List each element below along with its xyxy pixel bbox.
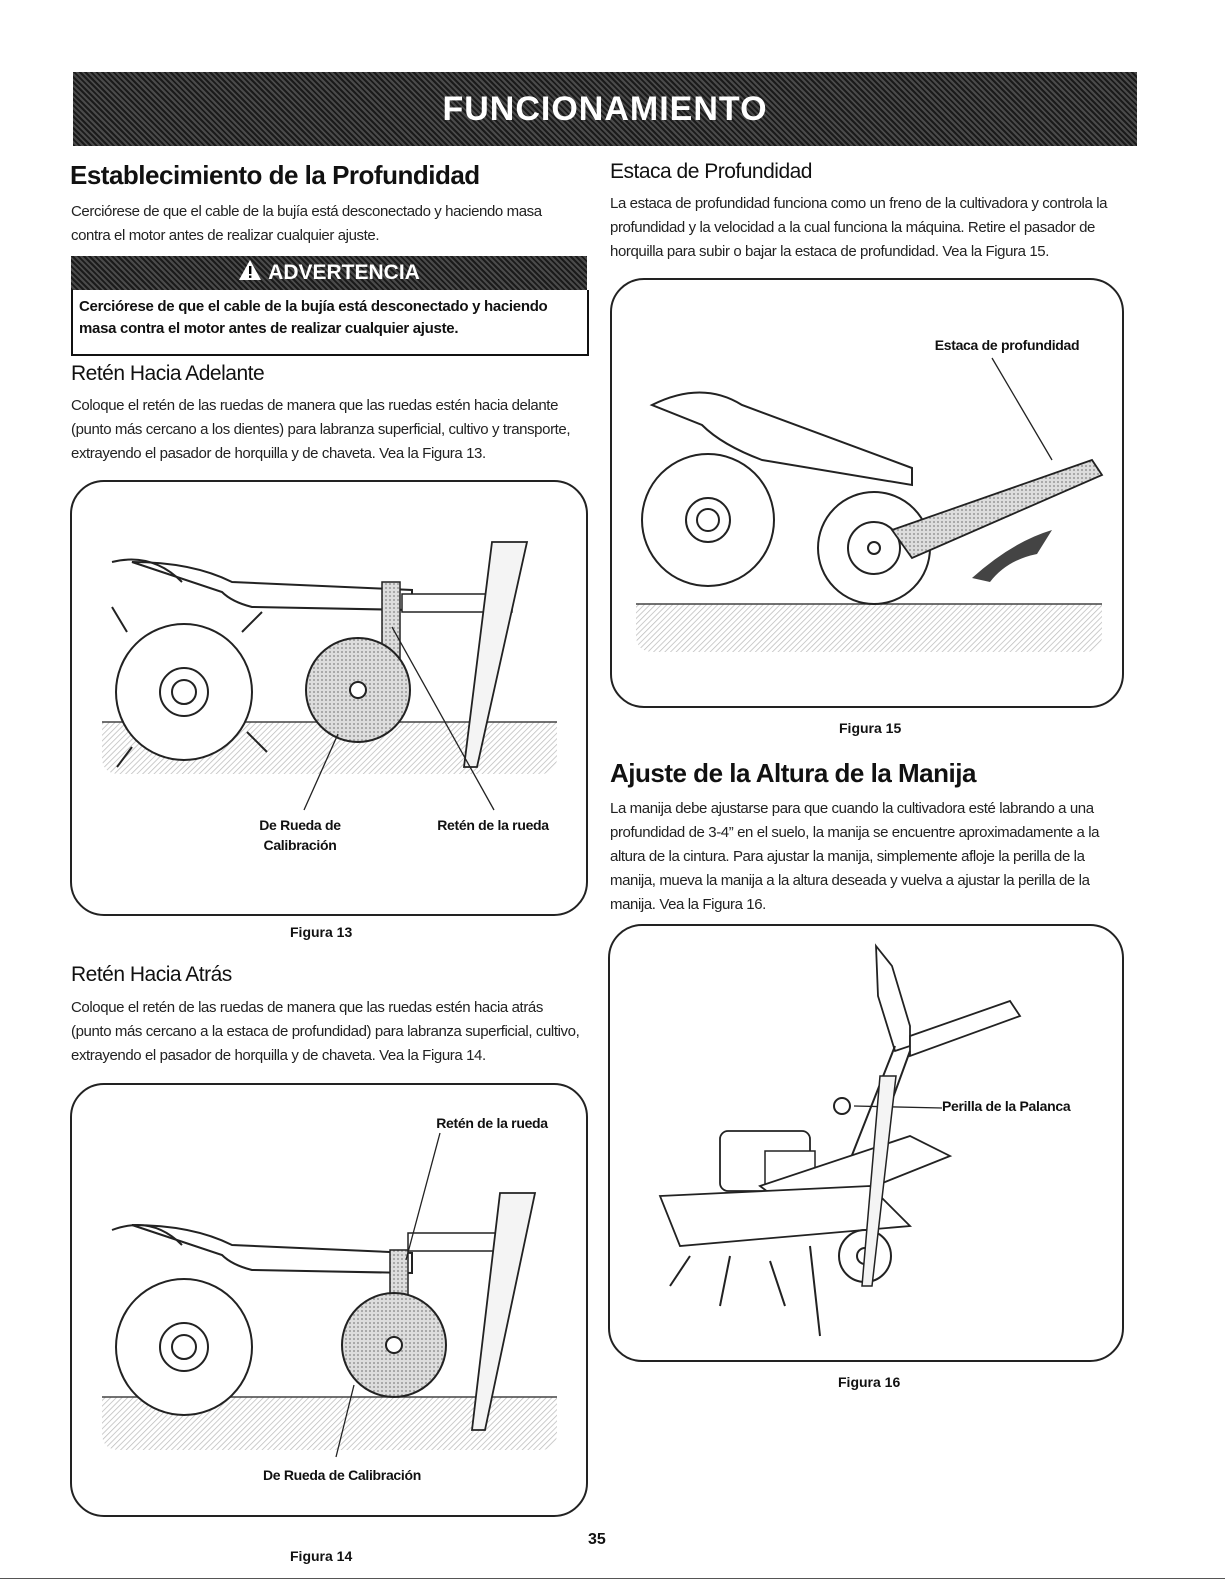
handle-paragraph: La manija debe ajustarse para que cuando… <box>610 800 1100 913</box>
figure-14-caption: Figura 14 <box>290 1548 353 1564</box>
label-lever-knob: Perilla de la Palanca <box>942 1098 1071 1114</box>
figure-16-illustration <box>658 943 1022 1337</box>
banner-title: FUNCIONAMIENTO <box>442 89 768 128</box>
section-banner: FUNCIONAMIENTO <box>73 72 1137 146</box>
stake-paragraph: La estaca de profundidad funciona como u… <box>610 195 1108 260</box>
forward-title: Retén Hacia Adelante <box>71 362 265 385</box>
warning-title: ADVERTENCIA <box>268 261 420 284</box>
forward-paragraph: Coloque el retén de las ruedas de manera… <box>71 397 571 462</box>
figure-15-illustration <box>636 357 1104 652</box>
stake-title: Estaca de Profundidad <box>610 160 812 183</box>
bottom-rule <box>0 1578 1225 1579</box>
warning-icon <box>238 259 262 287</box>
intro-paragraph: Cerciórese de que el cable de la bujía e… <box>71 203 542 244</box>
warning-text: Cerciórese de que el cable de la bujía e… <box>71 290 589 356</box>
label-depth-stake: Estaca de profundidad <box>934 337 1080 353</box>
page-number: 35 <box>588 1531 606 1548</box>
figure-13: De Rueda de Calibración Retén de la rued… <box>70 480 588 916</box>
label-wheel-retainer-14: Retén de la rueda <box>436 1115 548 1131</box>
label-gauge-wheel: De Rueda de Calibración <box>259 817 341 853</box>
figure-14-illustration <box>102 1132 557 1458</box>
figure-16: Perilla de la Palanca <box>608 924 1124 1362</box>
figure-15: Estaca de profundidad <box>610 278 1124 708</box>
label-wheel-retainer: Retén de la rueda <box>437 817 549 833</box>
handle-title: Ajuste de la Altura de la Manija <box>610 758 976 788</box>
figure-16-caption: Figura 16 <box>838 1374 901 1390</box>
figure-13-caption: Figura 13 <box>290 924 353 940</box>
back-title: Retén Hacia Atrás <box>71 963 232 986</box>
warning-header: ADVERTENCIA <box>71 256 587 290</box>
figure-13-illustration <box>102 541 557 811</box>
figure-14: Retén de la rueda De Rueda de Calibració… <box>70 1083 588 1517</box>
section-title-depth: Establecimiento de la Profundidad <box>70 160 480 190</box>
label-gauge-wheel-14: De Rueda de Calibración <box>262 1467 422 1483</box>
back-paragraph: Coloque el retén de las ruedas de manera… <box>71 999 580 1064</box>
figure-15-caption: Figura 15 <box>839 720 902 736</box>
